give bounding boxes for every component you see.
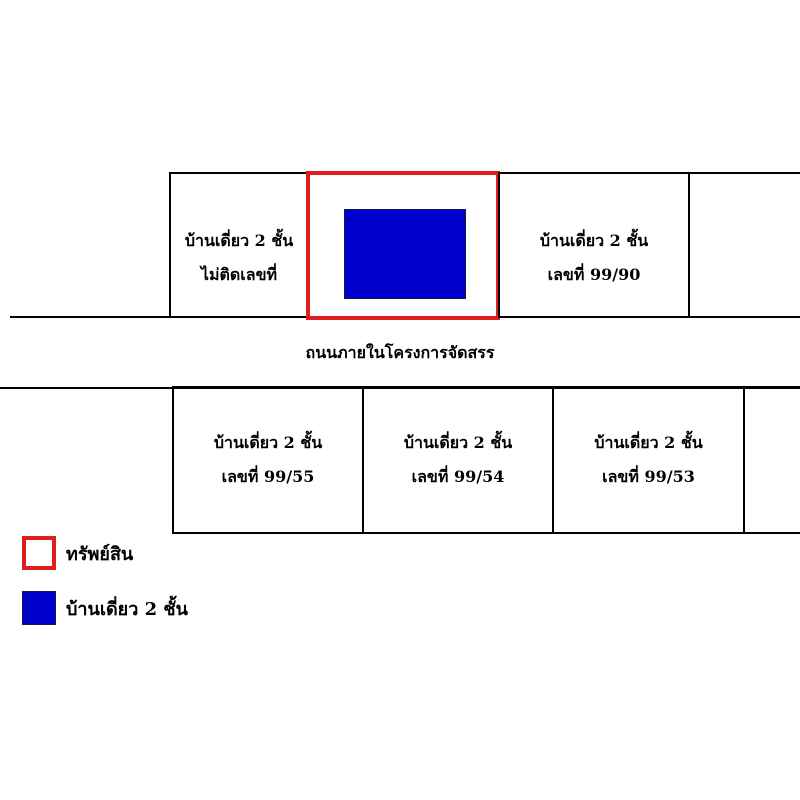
plot-number-label: เลขที่ 99/54 bbox=[411, 467, 505, 486]
plot-top-left: บ้านเดี่ยว 2 ชั้น ไม่ติดเลขที่ bbox=[169, 172, 309, 318]
plot-bottom-1: บ้านเดี่ยว 2 ชั้น เลขที่ 99/55 bbox=[172, 386, 364, 534]
legend-label-house: บ้านเดี่ยว 2 ชั้น bbox=[66, 598, 188, 620]
property-outline-swatch bbox=[22, 536, 56, 570]
plot-type-label: บ้านเดี่ยว 2 ชั้น bbox=[594, 433, 703, 452]
plot-type-label: บ้านเดี่ยว 2 ชั้น bbox=[539, 231, 649, 250]
plot-number-label: ไม่ติดเลขที่ bbox=[200, 265, 278, 284]
plot-top-edge bbox=[688, 172, 800, 318]
plot-number-label: เลขที่ 99/53 bbox=[602, 467, 695, 486]
plot-bottom-2: บ้านเดี่ยว 2 ชั้น เลขที่ 99/54 bbox=[362, 386, 554, 534]
subject-house-footprint bbox=[344, 209, 466, 299]
plot-type-label: บ้านเดี่ยว 2 ชั้น bbox=[213, 433, 323, 452]
road-label: ถนนภายในโครงการจัดสรร bbox=[305, 343, 495, 362]
house-fill-swatch bbox=[22, 591, 56, 625]
plot-number-label: เลขที่ 99/90 bbox=[547, 265, 641, 284]
subject-property-outline bbox=[306, 171, 500, 320]
plot-type-label: บ้านเดี่ยว 2 ชั้น bbox=[403, 433, 513, 452]
plot-top-right: บ้านเดี่ยว 2 ชั้น เลขที่ 99/90 bbox=[498, 172, 690, 318]
legend-item-house: บ้านเดี่ยว 2 ชั้น bbox=[22, 591, 188, 625]
legend-label-property: ทรัพย์สิน bbox=[66, 543, 134, 565]
legend-item-property: ทรัพย์สิน bbox=[22, 536, 133, 570]
plot-bottom-3: บ้านเดี่ยว 2 ชั้น เลขที่ 99/53 bbox=[552, 386, 745, 534]
plot-bottom-edge bbox=[743, 386, 800, 534]
plot-number-label: เลขที่ 99/55 bbox=[221, 467, 315, 486]
plot-type-label: บ้านเดี่ยว 2 ชั้น bbox=[184, 231, 294, 250]
road-edge-bottom bbox=[0, 387, 800, 389]
